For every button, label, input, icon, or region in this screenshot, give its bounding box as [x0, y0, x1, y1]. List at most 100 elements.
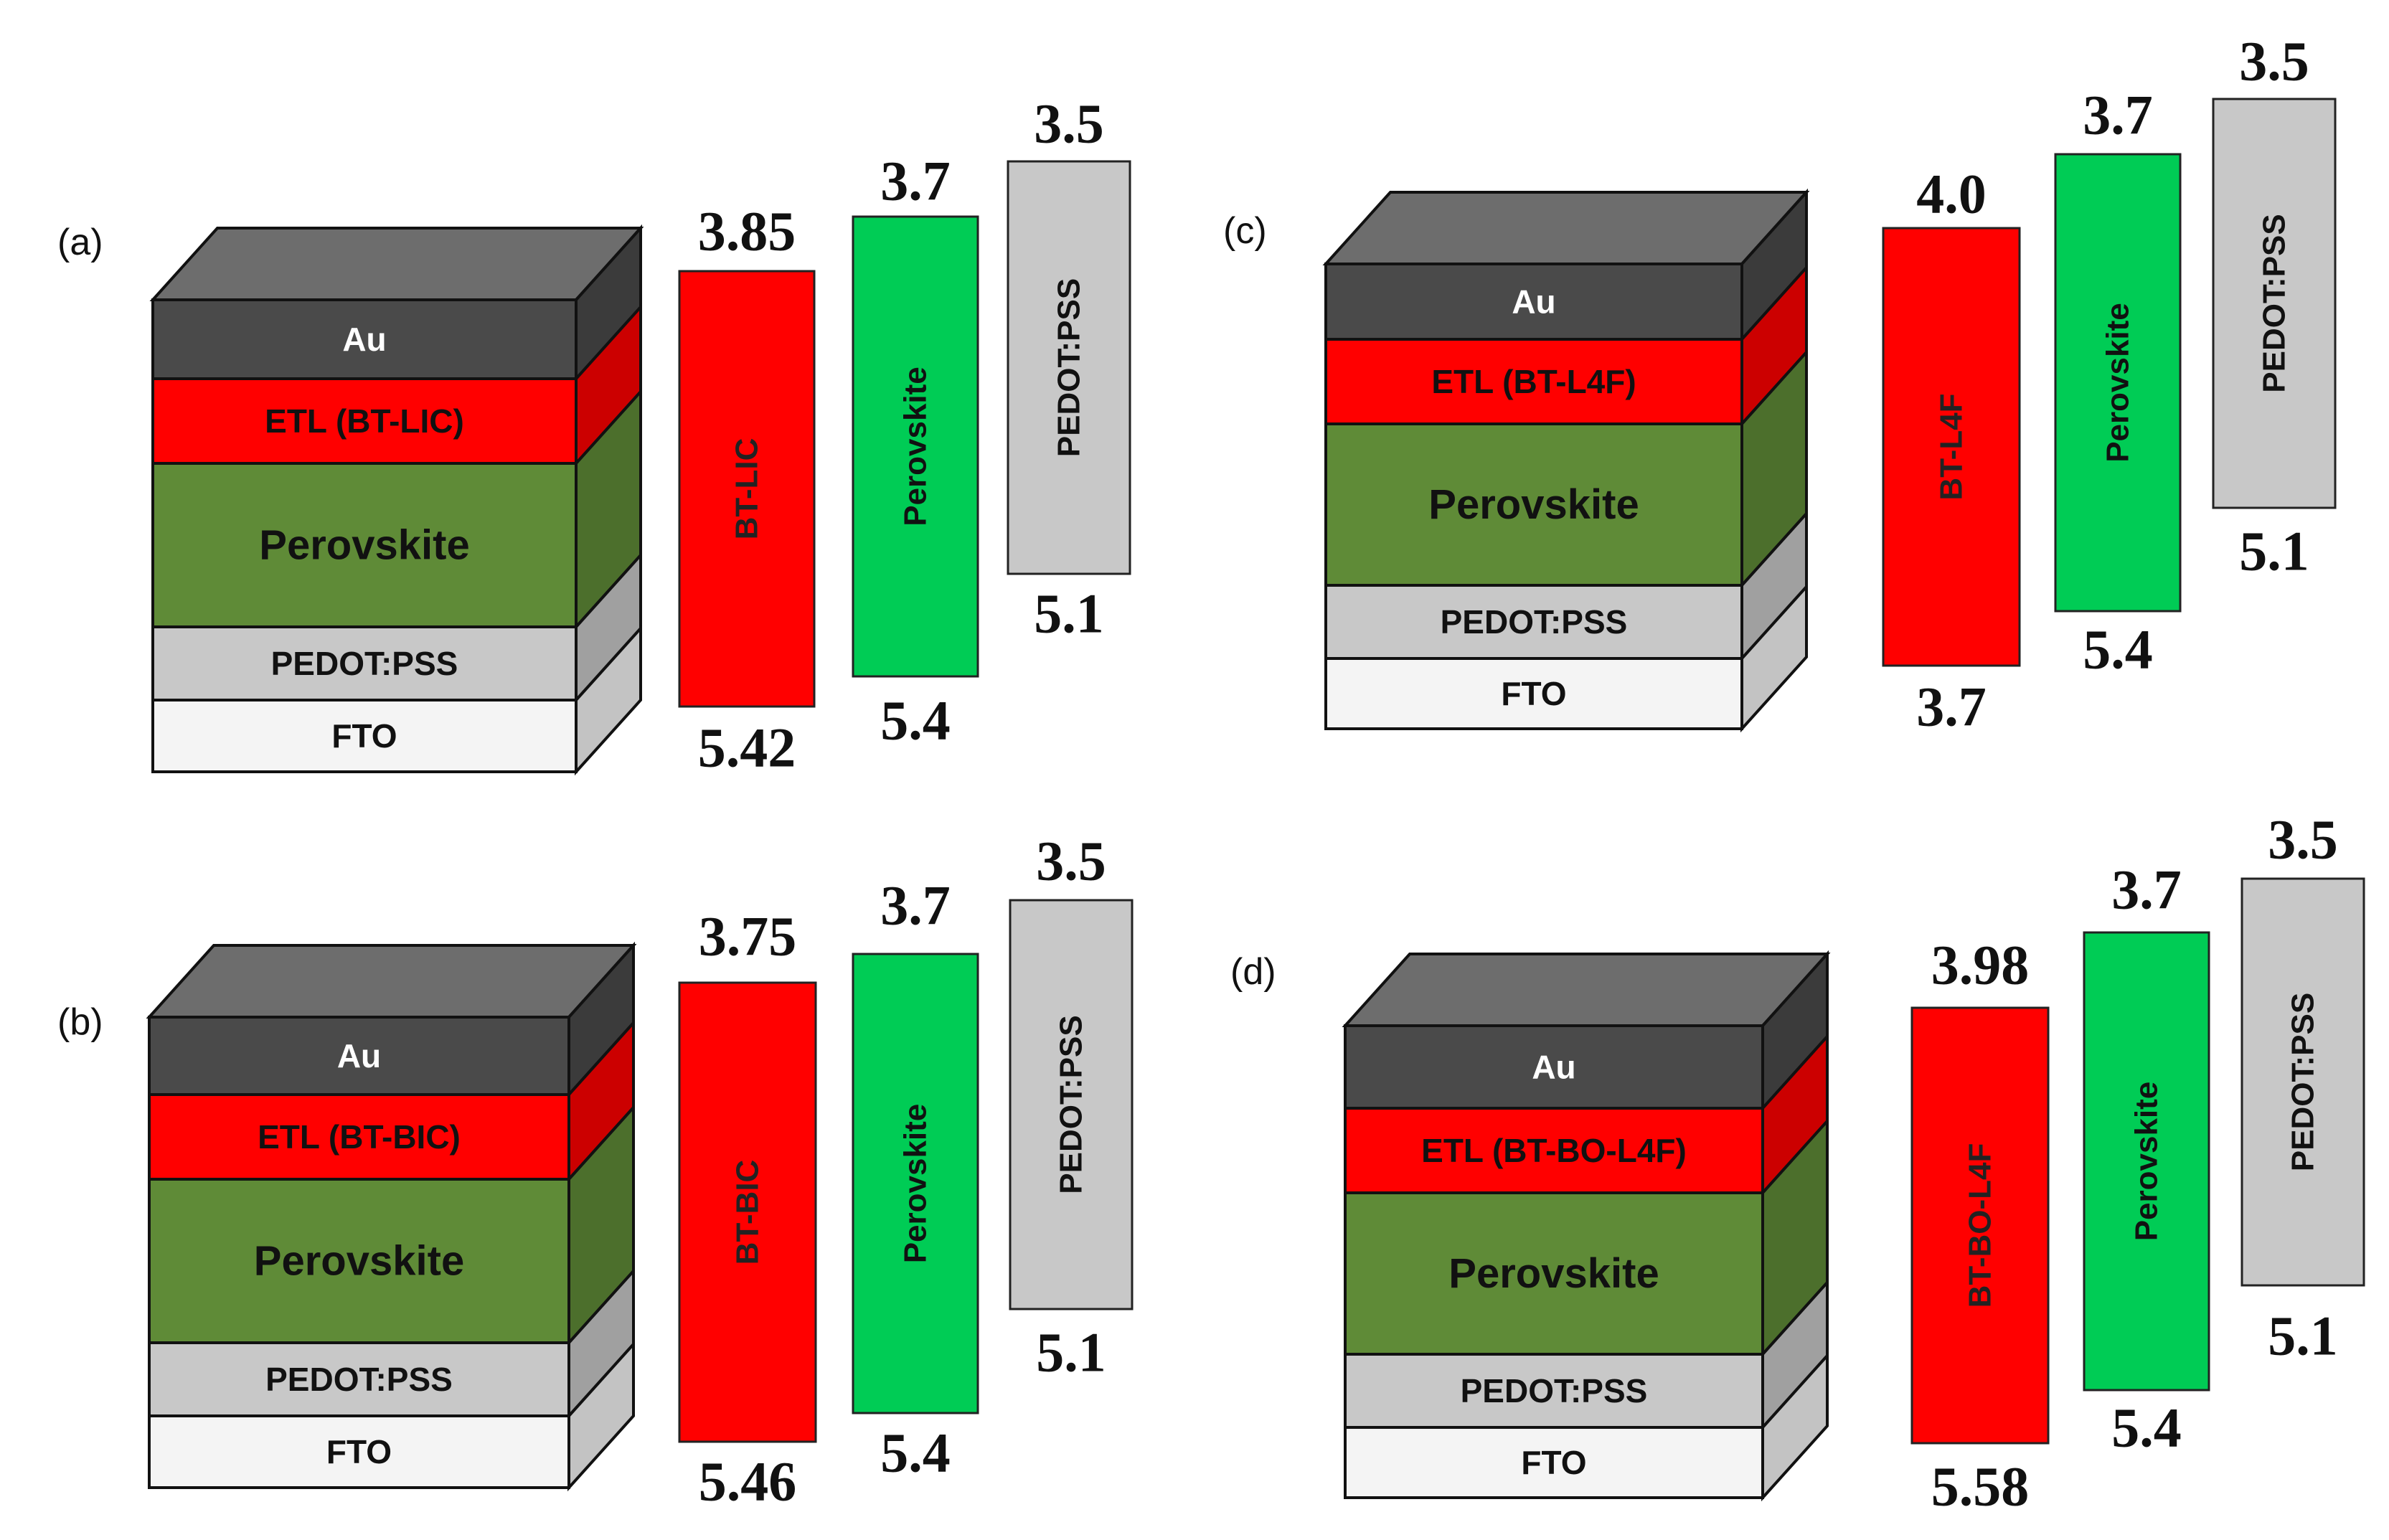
level-label-perovskite: Perovskite: [898, 367, 933, 526]
level-bar-perovskite: Perovskite 3.7 5.4: [2054, 84, 2182, 681]
level-rect-pedot: [2212, 98, 2337, 509]
level-bottom-value-etl: 3.7: [1916, 676, 1987, 738]
layer-label-pedot: PEDOT:PSS: [1441, 603, 1628, 641]
level-rect-perovskite: [2083, 931, 2210, 1392]
level-bottom-value-perovskite: 5.4: [2111, 1397, 2182, 1459]
level-rect-perovskite: [852, 215, 979, 678]
layer-perovskite: [1344, 1191, 1764, 1356]
layer-label-fto: FTO: [326, 1433, 392, 1470]
level-rect-perovskite: [852, 953, 979, 1414]
layer-perovskite: [151, 462, 578, 628]
level-top-value-pedot: 3.5: [1036, 830, 1106, 892]
level-bottom-value-perovskite: 5.4: [880, 689, 951, 752]
layer-pedot: [151, 625, 578, 701]
stack-top-face: [1342, 953, 1831, 1027]
level-rect-pedot: [1009, 899, 1134, 1310]
level-label-etl: BT-L4F: [1934, 393, 1969, 500]
level-rect-etl: [1910, 1006, 2050, 1445]
layer-fto: [1344, 1426, 1764, 1499]
layer-label-fto: FTO: [331, 717, 397, 755]
level-top-value-pedot: 3.5: [2268, 808, 2338, 871]
panel-label: (b): [57, 1001, 103, 1043]
panel-label: (c): [1223, 210, 1267, 252]
level-bar-etl: BT-BO-L4F 3.98 5.58: [1910, 934, 2050, 1518]
level-top-value-perovskite: 3.7: [880, 150, 951, 212]
level-bar-perovskite: Perovskite 3.7 5.4: [852, 150, 979, 752]
layer-perovskite: [1324, 422, 1743, 587]
layer-label-pedot: PEDOT:PSS: [1461, 1372, 1648, 1409]
layer-label-fto: FTO: [1501, 675, 1566, 712]
level-top-value-pedot: 3.5: [1034, 93, 1104, 155]
level-rect-pedot: [2240, 877, 2365, 1287]
level-top-value-pedot: 3.5: [2239, 30, 2309, 93]
layer-etl: [148, 1093, 570, 1181]
layer-label-etl: ETL (BT-BIC): [258, 1118, 461, 1156]
layer-au: [148, 1016, 570, 1096]
level-top-value-etl: 3.98: [1931, 934, 2030, 996]
layer-label-perovskite: Perovskite: [1428, 481, 1639, 528]
level-bottom-value-pedot: 5.1: [1034, 582, 1104, 645]
level-label-pedot: PEDOT:PSS: [2257, 214, 2292, 392]
layer-pedot: [1344, 1353, 1764, 1429]
level-label-etl: BT-BO-L4F: [1963, 1143, 1998, 1308]
level-bar-pedot: PEDOT:PSS 3.5 5.1: [1007, 93, 1131, 645]
level-label-pedot: PEDOT:PSS: [1052, 278, 1087, 457]
level-label-perovskite: Perovskite: [2129, 1082, 2164, 1242]
energy-levels: BT-BO-L4F3.985.58Perovskite3.75.4PEDOT:P…: [1910, 808, 2365, 1518]
layer-pedot: [148, 1341, 570, 1417]
level-top-value-perovskite: 3.7: [2083, 84, 2153, 146]
level-top-value-etl: 3.85: [698, 200, 796, 263]
level-label-perovskite: Perovskite: [2101, 303, 2136, 463]
energy-levels: BT-LIC3.855.42Perovskite3.75.4PEDOT:PSS3…: [678, 93, 1131, 779]
stack-top-face: [1322, 191, 1810, 265]
layer-label-etl: ETL (BT-L4F): [1431, 363, 1636, 400]
layer-label-au: Au: [1512, 283, 1555, 321]
layer-label-etl: ETL (BT-BO-L4F): [1421, 1132, 1687, 1169]
level-top-value-etl: 3.75: [699, 905, 797, 968]
layer-label-au: Au: [1532, 1049, 1575, 1086]
level-bar-pedot: PEDOT:PSS 3.5 5.1: [1009, 830, 1134, 1384]
level-bottom-value-etl: 5.58: [1931, 1455, 2030, 1518]
layer-fto: [148, 1414, 570, 1489]
level-bottom-value-perovskite: 5.4: [2083, 618, 2153, 681]
panel-label: (d): [1230, 951, 1276, 993]
level-rect-pedot: [1007, 160, 1131, 575]
stack-top-face: [146, 944, 637, 1019]
layer-au: [1324, 263, 1743, 341]
level-label-pedot: PEDOT:PSS: [1054, 1015, 1089, 1194]
panel-label: (a): [57, 222, 103, 263]
layer-label-perovskite: Perovskite: [259, 522, 469, 569]
level-bottom-value-pedot: 5.1: [2268, 1305, 2338, 1367]
level-top-value-perovskite: 3.7: [2111, 859, 2182, 921]
level-bar-perovskite: Perovskite 3.7 5.4: [2083, 859, 2210, 1459]
layer-label-etl: ETL (BT-LIC): [265, 402, 464, 440]
layer-pedot: [1324, 584, 1743, 660]
layer-label-pedot: PEDOT:PSS: [265, 1361, 453, 1398]
level-rect-etl: [678, 981, 817, 1443]
level-rect-etl: [1882, 227, 2021, 667]
level-label-etl: BT-LIC: [730, 438, 765, 540]
layer-label-au: Au: [342, 321, 386, 358]
layer-label-fto: FTO: [1521, 1444, 1586, 1481]
layer-label-perovskite: Perovskite: [254, 1238, 464, 1285]
layer-au: [151, 298, 578, 380]
level-bottom-value-pedot: 5.1: [1036, 1321, 1106, 1384]
level-rect-perovskite: [2054, 153, 2182, 613]
level-bottom-value-perovskite: 5.4: [880, 1422, 951, 1484]
